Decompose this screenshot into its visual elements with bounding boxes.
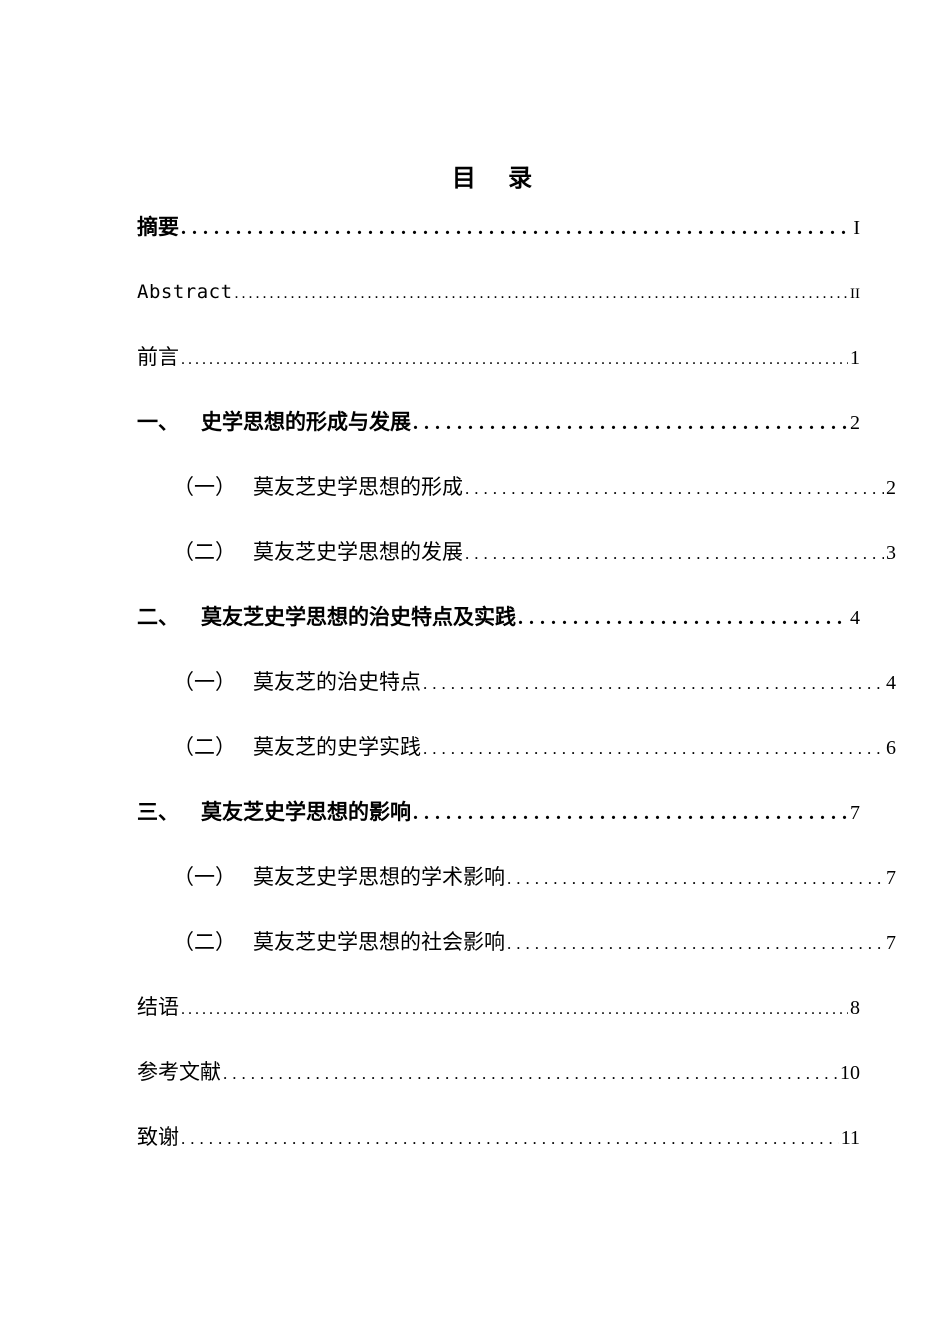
table-of-contents: 摘要 .....................................… (137, 207, 896, 1182)
toc-label: 莫友芝史学思想的形成 (253, 475, 463, 499)
toc-entry-conclusion[interactable]: 结语 .....................................… (137, 987, 860, 1052)
dot-leader: ........................................… (234, 285, 848, 302)
toc-page-number: 2 (886, 477, 896, 499)
toc-page-number: II (850, 286, 860, 302)
toc-page-number: 3 (886, 542, 896, 564)
page-title: 目 录 (451, 164, 545, 192)
toc-page-number: 8 (850, 997, 860, 1019)
toc-page-number: 10 (840, 1062, 860, 1084)
toc-entry-references[interactable]: 参考文献 ...................................… (137, 1052, 860, 1117)
toc-label: 莫友芝史学思想的社会影响 (253, 930, 505, 954)
toc-entry-abstract-cn[interactable]: 摘要 .....................................… (137, 207, 860, 272)
toc-label: 结语 (137, 995, 179, 1019)
toc-number: （二） (173, 735, 236, 759)
dot-leader: ........................................… (423, 739, 884, 758)
toc-page-number: 11 (840, 1127, 860, 1149)
toc-label: 莫友芝的史学实践 (253, 735, 421, 759)
dot-leader: ........................................… (518, 607, 848, 629)
toc-entry-acknowledgements[interactable]: 致谢 .....................................… (137, 1117, 860, 1182)
dot-leader: ........................................… (507, 869, 884, 888)
toc-label: Abstract (137, 281, 233, 303)
toc-label: 史学思想的形成与发展 (201, 410, 411, 434)
toc-number: （二） (173, 540, 236, 564)
toc-entry-chapter-2[interactable]: 二、 莫友芝史学思想的治史特点及实践 .....................… (137, 597, 860, 662)
toc-entry-section-1-2[interactable]: （二） 莫友芝史学思想的发展 .........................… (137, 532, 896, 597)
dot-leader: ........................................… (181, 351, 848, 368)
toc-entry-preface[interactable]: 前言 .....................................… (137, 337, 860, 402)
toc-entry-abstract-en[interactable]: Abstract ...............................… (137, 272, 860, 337)
dot-leader: ........................................… (423, 674, 884, 693)
toc-number: 三、 (137, 800, 179, 824)
toc-entry-section-3-2[interactable]: （二） 莫友芝史学思想的社会影响 .......................… (137, 922, 896, 987)
toc-page-number: 4 (886, 672, 896, 694)
dot-leader: ........................................… (181, 1001, 848, 1018)
dot-leader: ........................................… (223, 1064, 838, 1083)
toc-entry-section-1-1[interactable]: （一） 莫友芝史学思想的形成 .........................… (137, 467, 896, 532)
toc-number: （一） (173, 475, 236, 499)
toc-number: 二、 (137, 605, 179, 629)
dot-leader: ........................................… (181, 1129, 839, 1148)
toc-number: 一、 (137, 410, 179, 434)
toc-page-number: I (853, 217, 860, 239)
toc-page-number: 4 (850, 607, 860, 629)
toc-page-number: 6 (886, 737, 896, 759)
toc-label: 莫友芝的治史特点 (253, 670, 421, 694)
toc-label: 前言 (137, 345, 179, 369)
toc-page-number: 7 (886, 867, 896, 889)
toc-number: （一） (173, 670, 236, 694)
toc-label: 莫友芝史学思想的影响 (201, 800, 411, 824)
dot-leader: ........................................… (465, 479, 884, 498)
toc-page-number: 2 (850, 412, 860, 434)
toc-entry-section-2-1[interactable]: （一） 莫友芝的治史特点 ...........................… (137, 662, 896, 727)
toc-label: 莫友芝史学思想的发展 (253, 540, 463, 564)
toc-label: 致谢 (137, 1125, 179, 1149)
toc-entry-section-3-1[interactable]: （一） 莫友芝史学思想的学术影响 .......................… (137, 857, 896, 922)
dot-leader: ........................................… (413, 412, 848, 434)
dot-leader: ........................................… (413, 802, 848, 824)
toc-page-number: 7 (850, 802, 860, 824)
toc-number: （一） (173, 865, 236, 889)
toc-label: 莫友芝史学思想的学术影响 (253, 865, 505, 889)
dot-leader: ........................................… (507, 934, 884, 953)
dot-leader: ........................................… (181, 217, 852, 239)
toc-page-number: 1 (850, 347, 860, 369)
toc-page-number: 7 (886, 932, 896, 954)
toc-entry-chapter-1[interactable]: 一、 史学思想的形成与发展 ..........................… (137, 402, 860, 467)
toc-number: （二） (173, 930, 236, 954)
toc-label: 摘要 (137, 215, 179, 239)
toc-entry-section-2-2[interactable]: （二） 莫友芝的史学实践 ...........................… (137, 727, 896, 792)
dot-leader: ........................................… (465, 544, 884, 563)
toc-label: 莫友芝史学思想的治史特点及实践 (201, 605, 516, 629)
toc-entry-chapter-3[interactable]: 三、 莫友芝史学思想的影响 ..........................… (137, 792, 860, 857)
toc-label: 参考文献 (137, 1060, 221, 1084)
